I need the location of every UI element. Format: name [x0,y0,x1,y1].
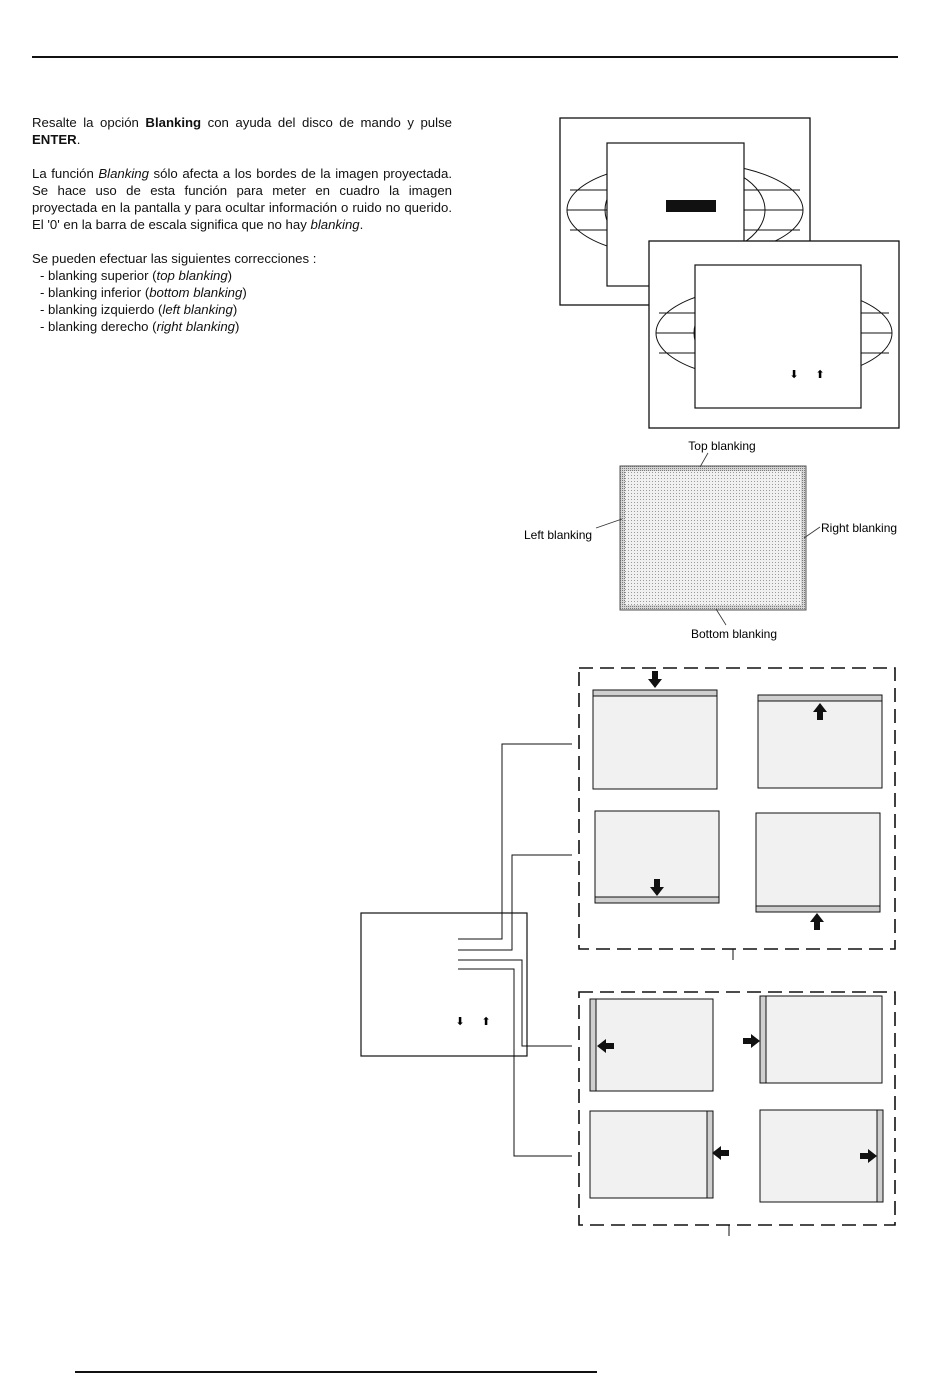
top-blanking-up-panel [757,694,883,789]
selected-menu-item [666,200,716,212]
blanking-areas-diagram: Top blanking Left blanking Right blankin… [524,439,897,641]
blanking-term: Blanking [145,115,202,130]
instruction-paragraph: Resalte la opción Blanking con ayuda del… [32,114,452,148]
bottom-blanking-up-panel [755,812,881,930]
bottom-blanking-down-panel [594,810,720,904]
text-run: ) [242,285,247,300]
description-paragraph: La función Blanking sólo afecta a los bo… [32,165,452,233]
text-run: left blanking [162,302,233,317]
right-blanking-left-panel [589,1110,729,1199]
header-rule [32,56,898,58]
correction-item-left: - blanking izquierdo (left blanking) [32,301,452,318]
text-run: . [359,217,364,232]
text-run: - blanking izquierdo ( [40,302,163,317]
vertical-blanking-group [578,667,896,960]
text-run: ) [235,319,240,334]
corrections-heading: Se pueden efectuar las siguientes correc… [32,251,317,266]
menu-screen-front: ⬇ ⬆ [648,240,900,429]
arrow-up-icon [810,913,824,930]
left-blanking-label: Left blanking [524,528,592,542]
arrow-up-icon: ⬆ [481,1016,490,1028]
arrow-up-icon: ⬆ [815,369,824,381]
text-run: . [76,132,81,147]
text-run: - blanking derecho ( [40,319,157,334]
arrow-down-icon: ⬇ [789,369,798,381]
top-blanking-down-panel [592,671,718,790]
arrow-down-icon: ⬇ [455,1016,464,1028]
left-blanking-left-panel [589,998,714,1092]
text-run: - blanking superior ( [40,268,157,283]
top-blanking-label: Top blanking [688,439,755,453]
enter-key-term: ENTER [32,132,77,147]
bottom-blanking-label: Bottom blanking [691,627,777,641]
arrow-up-icon [813,703,827,720]
text-run: La función [32,166,99,181]
arrow-down-icon [650,879,664,896]
text-run: con ayuda del disco de mando y pulse [201,115,452,130]
arrow-left-icon [597,1039,614,1053]
arrow-left-icon [712,1146,729,1160]
body-text: Resalte la opción Blanking con ayuda del… [32,114,452,335]
arrow-right-icon [743,1034,760,1048]
correction-item-top: - blanking superior (top blanking) [32,267,452,284]
blanking-italic: Blanking [98,166,149,181]
right-blanking-right-panel [759,1109,884,1203]
correction-item-right: - blanking derecho (right blanking) [32,318,452,335]
text-run: - blanking inferior ( [40,285,150,300]
left-blanking-right-panel [743,995,883,1084]
text-run: ) [232,302,238,317]
arrow-right-icon [860,1149,877,1163]
text-run: sólo afecta a los bordes de la imagen pr… [32,166,452,232]
text-run: top blanking [156,268,228,283]
text-run: ) [227,268,233,283]
footer-rule [75,1371,597,1373]
blanking-italic: blanking [310,217,360,232]
right-blanking-label: Right blanking [821,521,897,535]
correction-item-bottom: - blanking inferior (bottom blanking) [32,284,452,301]
connector-lines [458,743,572,1157]
text-run: bottom blanking [149,285,243,300]
arrow-down-icon [648,671,662,688]
text-run: Resalte la opción [32,115,146,130]
horizontal-blanking-group [578,991,896,1236]
blanking-menu-box: ⬇ ⬆ [360,912,528,1057]
text-run: right blanking [156,319,236,334]
corrections-list: - blanking superior (top blanking) - bla… [32,267,452,335]
